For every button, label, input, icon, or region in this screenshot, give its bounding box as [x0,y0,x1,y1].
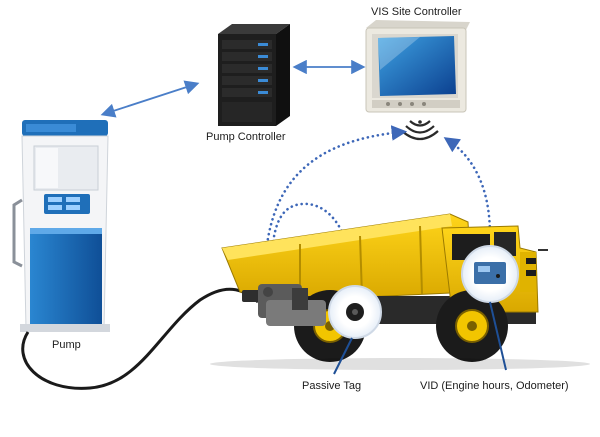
fuel-pump-icon [12,120,110,332]
wireless-signal-icon [401,120,439,141]
pump-controller-label: Pump Controller [206,131,286,143]
wireless-path-tag-inner [263,202,357,292]
pump-label: Pump [52,339,81,351]
fuel-hose [21,287,259,390]
fuel-nozzle-icon [242,284,326,326]
passive-tag-label: Passive Tag [302,380,361,392]
wireless-path-tag-outer [263,125,408,287]
vehicle-id-device-icon [461,245,519,371]
site-controller-label: VIS Site Controller [371,6,462,18]
vid-label: VID (Engine hours, Odometer) [420,380,569,392]
controller-box-icon [365,20,470,113]
link-pump-to-pump-controller [100,80,200,118]
rfid-tag-icon [328,285,382,375]
server-tower-icon [218,24,290,126]
